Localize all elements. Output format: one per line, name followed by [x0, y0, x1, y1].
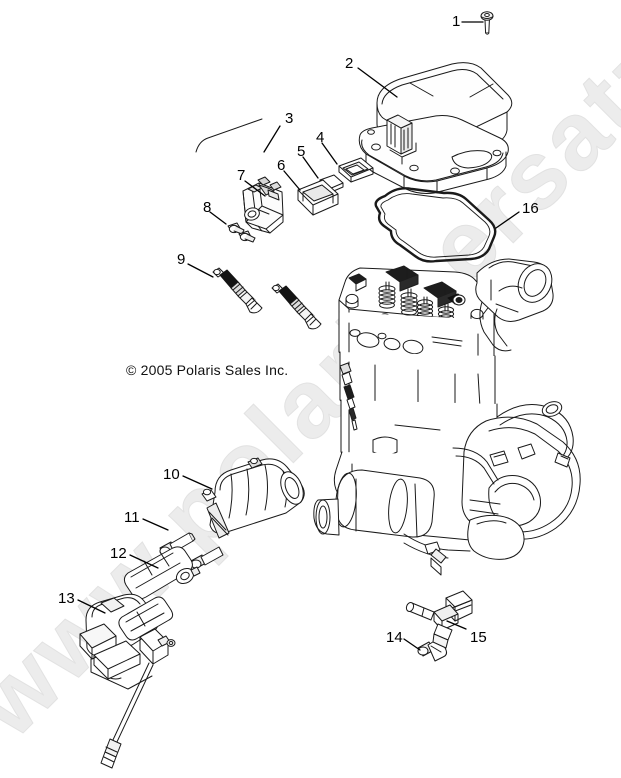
leader-line-15	[446, 620, 467, 630]
callout-number-9: 9	[177, 251, 186, 268]
leader-line-5	[302, 156, 319, 179]
part-9-spark-plug-b	[271, 283, 322, 330]
callout-number-4: 4	[316, 129, 325, 146]
part-7-throttle-body	[242, 176, 284, 234]
leader-line-16	[495, 211, 520, 229]
callout-number-15: 15	[470, 629, 487, 646]
part-9-spark-plug-a	[212, 267, 263, 314]
coolant-pipe	[496, 401, 574, 468]
copyright-notice: © 2005 Polaris Sales Inc.	[126, 362, 289, 378]
lower-hoses	[403, 443, 536, 559]
leader-line-6	[283, 170, 301, 191]
exhaust-outlet	[467, 514, 525, 560]
callout-number-8: 8	[203, 199, 212, 216]
part-8-throttle-body-bolts	[227, 222, 256, 243]
leader-line-2	[357, 67, 398, 98]
intake-manifold	[475, 258, 554, 352]
callout-number-14: 14	[386, 629, 403, 646]
callout-number-2: 2	[345, 55, 354, 72]
callout-number-7: 7	[237, 167, 246, 184]
callout-number-3: 3	[285, 110, 294, 127]
part-13-injector-assembly	[79, 593, 176, 769]
leader-line-13	[77, 599, 106, 614]
leader-line-11	[142, 518, 169, 531]
part-6-throttle-body-seal	[297, 179, 339, 216]
callout-number-12: 12	[110, 545, 127, 562]
leader-line-14	[403, 638, 421, 651]
leader-line-12	[129, 554, 159, 569]
clutch-cover	[461, 416, 581, 540]
callout-number-16: 16	[522, 200, 539, 217]
callout-number-1: 1	[452, 13, 461, 30]
part-15-position-sensor	[405, 590, 473, 649]
leader-line-9	[187, 263, 214, 278]
part-1-cover-bolt	[480, 11, 494, 35]
part-2-valve-cover	[358, 62, 513, 194]
part-12-intake-tube	[123, 546, 201, 600]
leader-line-4	[321, 142, 338, 165]
callout-number-6: 6	[277, 157, 286, 174]
part-3-assembly-bracket	[195, 118, 263, 153]
leader-line-7	[244, 180, 266, 197]
callout-number-5: 5	[297, 143, 306, 160]
block-sensor-mount	[424, 541, 447, 576]
rocker-arms	[348, 265, 466, 308]
leader-line-10	[182, 475, 213, 490]
callout-number-13: 13	[58, 590, 75, 607]
leader-line-3	[263, 125, 281, 153]
callout-number-10: 10	[163, 466, 180, 483]
starter-motor	[313, 469, 435, 538]
callout-number-11: 11	[124, 509, 140, 526]
part-4-mounting-plate	[338, 157, 374, 183]
callout-leaders	[77, 21, 520, 651]
part-10-intake-boot	[201, 457, 305, 539]
leader-line-8	[209, 211, 227, 225]
block-injector	[339, 362, 358, 431]
engine-assembly	[313, 258, 581, 576]
part-16-valve-cover-gasket	[374, 187, 497, 263]
